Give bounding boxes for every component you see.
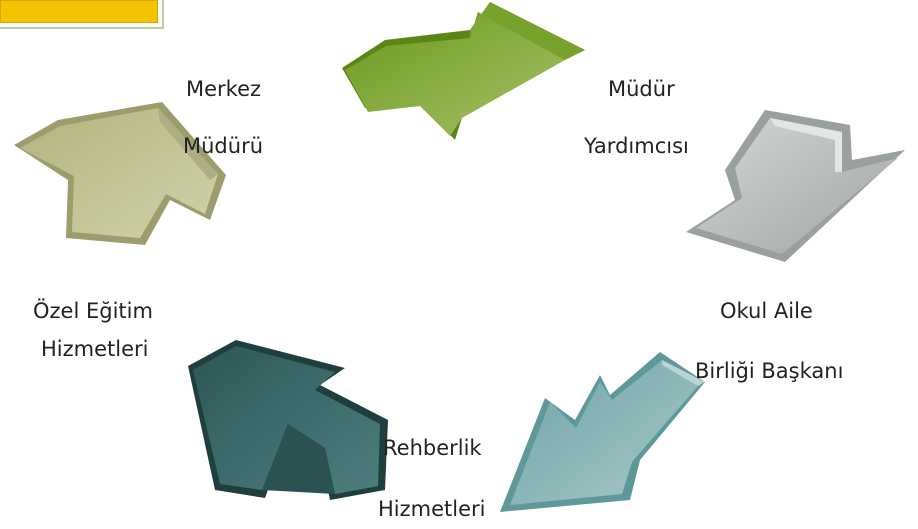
node-okul-aile-line2: Birliği Başkanı — [695, 359, 844, 383]
arrow-teal-light — [500, 352, 705, 512]
corner-decoration — [0, 0, 164, 29]
arrow-silver — [686, 110, 905, 262]
arrow-khaki — [14, 102, 226, 245]
arrow-green — [342, 2, 585, 140]
node-ozel-egitim-line2: Hizmetleri — [41, 337, 149, 361]
node-rehberlik-line1: Rehberlik — [383, 436, 482, 460]
arrow-teal-dark — [188, 340, 388, 500]
node-okul-aile-line1: Okul Aile — [720, 299, 813, 323]
node-mudur-yardimcisi-line2: Yardımcısı — [584, 134, 689, 158]
node-merkez-line2: Müdürü — [183, 134, 264, 158]
node-merkez-line1: Merkez — [186, 77, 262, 101]
corner-decoration-fill — [0, 0, 158, 23]
node-ozel-egitim-line1: Özel Eğitim — [33, 299, 153, 323]
node-mudur-yardimcisi-line1: Müdür — [608, 77, 675, 101]
node-rehberlik-line2: Hizmetleri — [378, 497, 486, 521]
